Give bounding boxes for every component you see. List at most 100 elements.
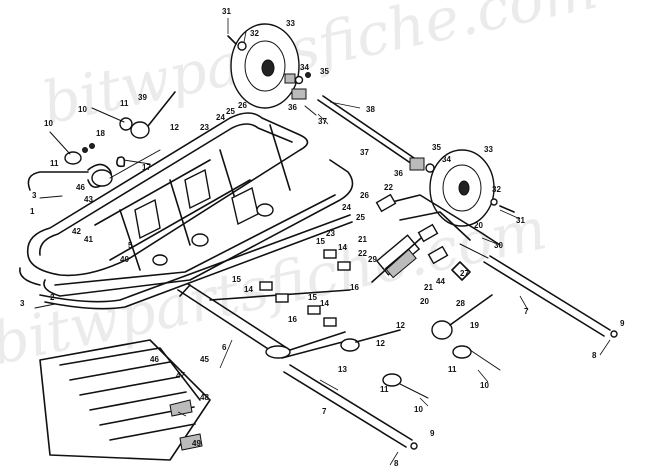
bushings-14-15 bbox=[259, 249, 351, 327]
callout-18: 18 bbox=[96, 129, 105, 138]
callout-34: 34 bbox=[442, 155, 451, 164]
callout-13: 13 bbox=[338, 365, 347, 374]
callout-6: 6 bbox=[222, 343, 227, 352]
callout-20: 20 bbox=[420, 297, 429, 306]
callout-19: 19 bbox=[470, 321, 479, 330]
left-bolt-items bbox=[82, 143, 151, 168]
callout-labels: 31 32 33 34 35 36 37 38 37 36 35 34 33 3… bbox=[20, 7, 625, 468]
callout-14: 14 bbox=[338, 243, 347, 252]
upper-left-spring-39 bbox=[91, 91, 176, 139]
callout-31: 31 bbox=[222, 7, 231, 16]
callout-42: 42 bbox=[72, 227, 81, 236]
callout-3: 3 bbox=[32, 191, 37, 200]
front-washer-11 bbox=[452, 345, 501, 371]
callout-3: 3 bbox=[20, 299, 25, 308]
callout-39: 39 bbox=[138, 93, 147, 102]
callout-1: 1 bbox=[30, 207, 35, 216]
callout-37: 37 bbox=[360, 148, 369, 157]
callout-9: 9 bbox=[620, 319, 625, 328]
callout-10: 10 bbox=[44, 119, 53, 128]
callout-12: 12 bbox=[396, 321, 405, 330]
left-torsion-spring bbox=[27, 149, 161, 191]
bolt-3-left bbox=[34, 195, 63, 309]
callout-14: 14 bbox=[320, 299, 329, 308]
callout-9: 9 bbox=[430, 429, 435, 438]
callout-36: 36 bbox=[394, 169, 403, 178]
callout-24: 24 bbox=[216, 113, 225, 122]
callout-11: 11 bbox=[448, 365, 457, 374]
callout-46: 46 bbox=[76, 183, 85, 192]
callout-45: 45 bbox=[200, 355, 209, 364]
callout-8: 8 bbox=[592, 351, 597, 360]
callout-15: 15 bbox=[308, 293, 317, 302]
bolt-31-top bbox=[227, 35, 247, 51]
callout-12: 12 bbox=[170, 123, 179, 132]
callout-27: 27 bbox=[460, 269, 469, 278]
upper-cross-shaft bbox=[304, 95, 418, 165]
callout-35: 35 bbox=[432, 143, 441, 152]
callout-17: 17 bbox=[142, 163, 151, 172]
left-washer-11 bbox=[49, 131, 82, 165]
front-pivot-eye-13 bbox=[340, 329, 401, 352]
callout-15: 15 bbox=[232, 275, 241, 284]
track-guard-assembly bbox=[39, 339, 211, 461]
callout-26: 26 bbox=[360, 191, 369, 200]
callout-16: 16 bbox=[350, 283, 359, 292]
bushing-36-top bbox=[291, 88, 307, 100]
right-idler-wheel bbox=[409, 149, 515, 227]
watermark: bitwpartsfiche.com bitwpartsfiche.com bbox=[0, 0, 603, 378]
rear-shock-absorber bbox=[371, 229, 431, 283]
callout-35: 35 bbox=[320, 67, 329, 76]
upper-idler-wheel bbox=[230, 23, 300, 109]
callout-10: 10 bbox=[78, 105, 87, 114]
callout-40: 40 bbox=[120, 255, 129, 264]
callout-38: 38 bbox=[366, 105, 375, 114]
callout-11: 11 bbox=[120, 99, 129, 108]
callout-11: 11 bbox=[380, 385, 389, 394]
callout-21: 21 bbox=[358, 235, 367, 244]
callout-49: 49 bbox=[192, 439, 201, 448]
leader-lines bbox=[177, 18, 611, 466]
front-spring-19 bbox=[431, 294, 493, 340]
callout-43: 43 bbox=[84, 195, 93, 204]
callout-47: 47 bbox=[176, 371, 185, 380]
callout-31: 31 bbox=[516, 216, 525, 225]
callout-29: 29 bbox=[368, 255, 377, 264]
callout-10: 10 bbox=[480, 381, 489, 390]
lower-washer-11 bbox=[382, 373, 429, 399]
lower-shaft bbox=[283, 364, 418, 450]
callout-32: 32 bbox=[250, 29, 259, 38]
callout-33: 33 bbox=[484, 145, 493, 154]
callout-30: 30 bbox=[494, 241, 503, 250]
callout-46: 46 bbox=[150, 355, 159, 364]
callout-15: 15 bbox=[316, 237, 325, 246]
callout-8: 8 bbox=[394, 459, 399, 468]
callout-22: 22 bbox=[384, 183, 393, 192]
callout-5: 5 bbox=[128, 241, 133, 250]
callout-11: 11 bbox=[50, 159, 59, 168]
callout-37: 37 bbox=[318, 117, 327, 126]
callout-12: 12 bbox=[376, 339, 385, 348]
washer-34-35-top bbox=[294, 72, 311, 85]
callout-26: 26 bbox=[238, 101, 247, 110]
callout-24: 24 bbox=[342, 203, 351, 212]
callout-33: 33 bbox=[286, 19, 295, 28]
slide-rail-frame bbox=[19, 112, 354, 310]
callout-48: 48 bbox=[200, 393, 209, 402]
callout-2: 2 bbox=[50, 293, 55, 302]
rear-axle-shaft bbox=[459, 243, 618, 338]
callout-21: 21 bbox=[424, 283, 433, 292]
callout-34: 34 bbox=[300, 63, 309, 72]
callout-14: 14 bbox=[244, 285, 253, 294]
callout-20: 20 bbox=[474, 221, 483, 230]
callout-44: 44 bbox=[436, 277, 445, 286]
callout-23: 23 bbox=[200, 123, 209, 132]
callout-7: 7 bbox=[322, 407, 327, 416]
callout-25: 25 bbox=[226, 107, 235, 116]
callout-16: 16 bbox=[288, 315, 297, 324]
callout-28: 28 bbox=[456, 299, 465, 308]
front-arm bbox=[177, 283, 351, 359]
callout-22: 22 bbox=[358, 249, 367, 258]
